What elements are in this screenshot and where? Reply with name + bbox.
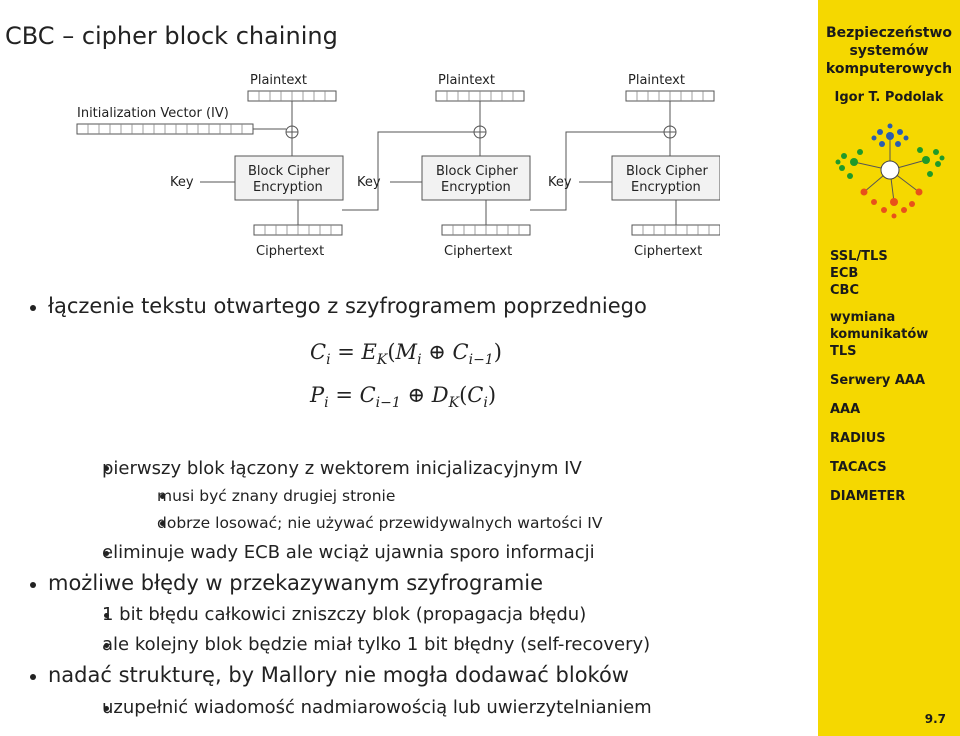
bullet-dot <box>104 466 109 471</box>
block-cipher-label: Block Cipher <box>626 164 708 179</box>
bullet-dot <box>104 613 109 618</box>
sidebar-item-komunikatow[interactable]: komunikatów <box>830 327 929 342</box>
block-cipher-box <box>421 155 531 201</box>
block-cipher-label: Block Cipher <box>436 164 518 179</box>
sidebar-nav: SSL/TLS ECB CBC wymiana komunikatów TLS … <box>830 248 928 505</box>
ciphertext-label: Ciphertext <box>634 244 702 259</box>
sidebar-item-aaa[interactable]: AAA <box>830 402 861 417</box>
sidebar-item-diameter[interactable]: DIAMETER <box>830 489 906 504</box>
block-cipher-label: Encryption <box>441 180 511 195</box>
bullet-dot <box>104 706 109 711</box>
bullet-dot <box>160 521 165 526</box>
bullet-l2: 1 bit błędu całkowici zniszczy blok (pro… <box>102 604 587 625</box>
block-cipher-box <box>234 155 344 201</box>
author-name: Igor T. Podolak <box>834 90 944 105</box>
bullet-l2: uzupełnić wiadomość nadmiarowością lub u… <box>102 697 652 718</box>
formula-encrypt: Ci = EK(Mi ⊕ Ci−1) <box>310 340 502 369</box>
plaintext-label: Plaintext <box>250 73 307 88</box>
sidebar-item-tls[interactable]: TLS <box>830 344 857 359</box>
course-title: Bezpieczeństwo systemów komputerowych <box>825 25 953 77</box>
ciphertext-label: Ciphertext <box>256 244 324 259</box>
sidebar-item-ecb[interactable]: ECB <box>830 266 859 281</box>
block-cipher-label: Encryption <box>253 180 323 195</box>
formula-decrypt: Pi = Ci−1 ⊕ DK(Ci) <box>310 383 497 412</box>
bullet-dot <box>104 551 109 556</box>
sidebar-item-serwery-aaa[interactable]: Serwery AAA <box>830 373 926 388</box>
bullet-dot <box>160 494 165 499</box>
bullet-l1: łączenie tekstu otwartego z szyfrogramem… <box>48 294 647 318</box>
bullet-dot <box>104 643 109 648</box>
sidebar-item-tacacs[interactable]: TACACS <box>830 460 887 475</box>
key-label: Key <box>357 175 381 190</box>
key-label: Key <box>170 175 194 190</box>
key-label: Key <box>548 175 572 190</box>
ciphertext-label: Ciphertext <box>444 244 512 259</box>
sidebar-item-radius[interactable]: RADIUS <box>830 431 886 446</box>
sidebar: Bezpieczeństwo systemów komputerowych Ig… <box>818 0 960 736</box>
cbc-diagram: Plaintext Plaintext Plaintext Initializa… <box>76 73 720 259</box>
bullet-l1: nadać strukturę, by Mallory nie mogła do… <box>48 663 629 687</box>
block-cipher-label: Block Cipher <box>248 164 330 179</box>
bullet-l2: eliminuje wady ECB ale wciąż ujawnia spo… <box>102 542 595 563</box>
page-number: 9.7 <box>924 712 946 726</box>
bullet-l2: ale kolejny blok będzie miał tylko 1 bit… <box>102 634 651 655</box>
bullet-dot <box>30 582 36 588</box>
plaintext-label: Plaintext <box>438 73 495 88</box>
bullet-l2: pierwszy blok łączony z wektorem inicjal… <box>102 458 582 479</box>
iv-label: Initialization Vector (IV) <box>77 106 229 121</box>
bullet-l1: możliwe błędy w przekazywanym szyfrogram… <box>48 571 544 595</box>
tree-logo-icon <box>835 123 945 219</box>
bullet-l3: musi być znany drugiej stronie <box>157 487 396 505</box>
bullet-l3: dobrze losować; nie używać przewidywalny… <box>157 514 603 532</box>
plaintext-label: Plaintext <box>628 73 685 88</box>
sidebar-item-wymiana[interactable]: wymiana <box>830 310 896 325</box>
slide-title: CBC – cipher block chaining <box>5 22 338 50</box>
bullet-dot <box>30 674 36 680</box>
block-cipher-label: Encryption <box>631 180 701 195</box>
sidebar-item-cbc[interactable]: CBC <box>830 283 859 298</box>
slide-main: CBC – cipher block chaining Plaintext Pl… <box>5 22 720 718</box>
bullet-dot <box>30 305 36 311</box>
block-cipher-box <box>611 155 720 201</box>
sidebar-item-ssl-tls[interactable]: SSL/TLS <box>830 249 888 264</box>
